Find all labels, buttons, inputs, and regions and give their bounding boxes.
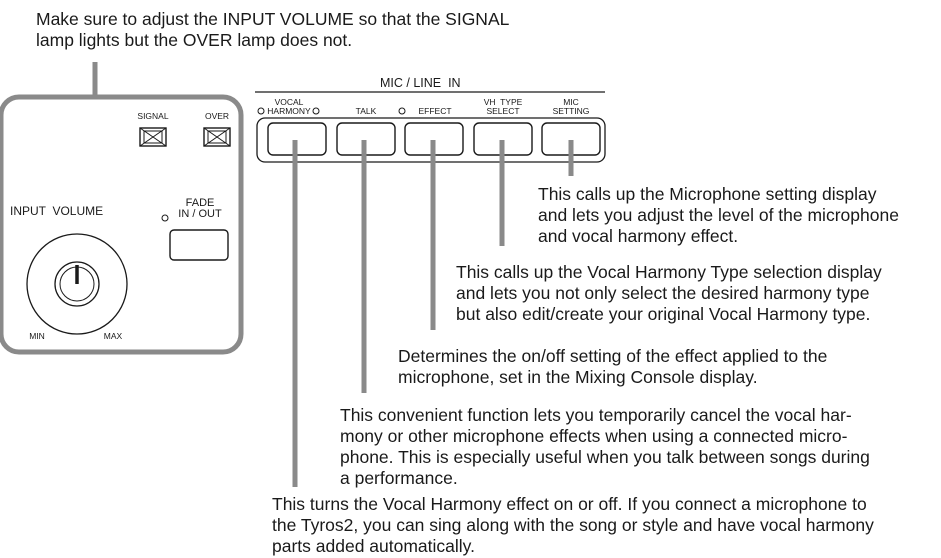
over-lamp: [203, 127, 231, 147]
vocal-harmony-label: VOCAL HARMONY: [267, 97, 311, 116]
vocal-harmony-right-lamp-icon: [312, 107, 320, 115]
signal-label: SIGNAL: [137, 111, 169, 121]
callout-effect: Determines the on/off setting of the eff…: [398, 346, 828, 387]
callout-talk: This convenient function lets you tempor…: [340, 405, 870, 488]
mic-line-in-title: MIC / LINE IN: [380, 76, 461, 90]
callout-vh-type-select: This calls up the Vocal Harmony Type sel…: [456, 262, 882, 324]
signal-lamp: [139, 127, 167, 147]
callout-vocal-harmony: This turns the Vocal Harmony effect on o…: [272, 494, 874, 556]
input-volume-knob[interactable]: [26, 233, 128, 335]
input-volume-label: INPUT VOLUME: [10, 204, 104, 218]
talk-label: TALK: [355, 106, 377, 116]
fade-in-out-button[interactable]: [169, 229, 229, 261]
effect-label: EFFECT: [418, 106, 452, 116]
effect-lamp-icon: [398, 107, 406, 115]
over-label: OVER: [204, 111, 230, 121]
vh-type-select-label: VH TYPE SELECT: [483, 97, 523, 116]
top-note: Make sure to adjust the INPUT VOLUME so …: [36, 9, 510, 50]
max-label: MAX: [103, 331, 123, 341]
vocal-harmony-left-lamp-icon: [257, 107, 265, 115]
fade-indicator-icon: [161, 214, 169, 222]
input-panel: [0, 94, 244, 355]
fade-label: FADE IN / OUT: [178, 197, 222, 220]
min-label: MIN: [29, 331, 45, 341]
mic-setting-label: MIC SETTING: [552, 97, 590, 116]
callout-mic-setting: This calls up the Microphone setting dis…: [538, 184, 899, 246]
